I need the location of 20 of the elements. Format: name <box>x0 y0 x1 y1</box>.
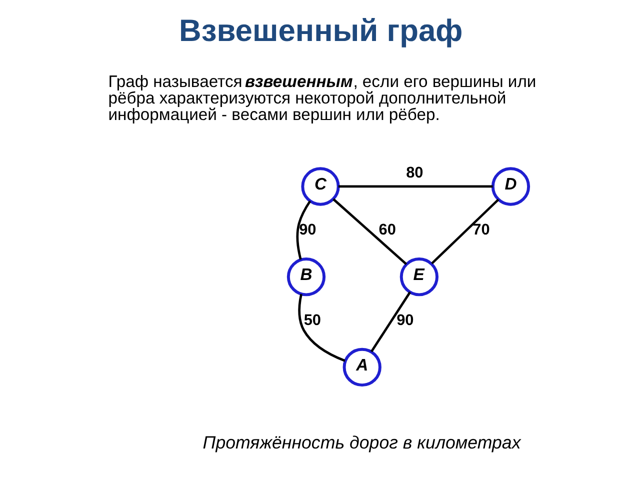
edge-label: 80 <box>406 164 423 182</box>
node-circle: B <box>286 258 326 296</box>
node-circle: E <box>399 258 438 296</box>
connector <box>430 198 499 264</box>
connector <box>338 185 492 188</box>
edge-label: 90 <box>298 222 316 239</box>
connector <box>296 200 311 260</box>
node-circle: C <box>300 167 340 206</box>
node-circle: D <box>490 167 530 206</box>
connector <box>298 294 345 362</box>
edge-label: 70 <box>472 222 490 239</box>
diagram-title: Взвешенный граф <box>178 13 462 48</box>
caption: Протяжённость дорог в километрах <box>202 432 520 453</box>
label: Граф называется взвешенным, если его вершины или рёбра характеризуются некоторой дополнительной информацией - весами вершин или рёбер. <box>108 72 536 124</box>
edge-label: 90 <box>396 312 414 329</box>
connector <box>370 292 411 352</box>
connector <box>332 198 407 266</box>
node-circle: A <box>342 348 381 387</box>
edge-label: 60 <box>378 222 396 239</box>
edge-label: 50 <box>303 312 321 329</box>
